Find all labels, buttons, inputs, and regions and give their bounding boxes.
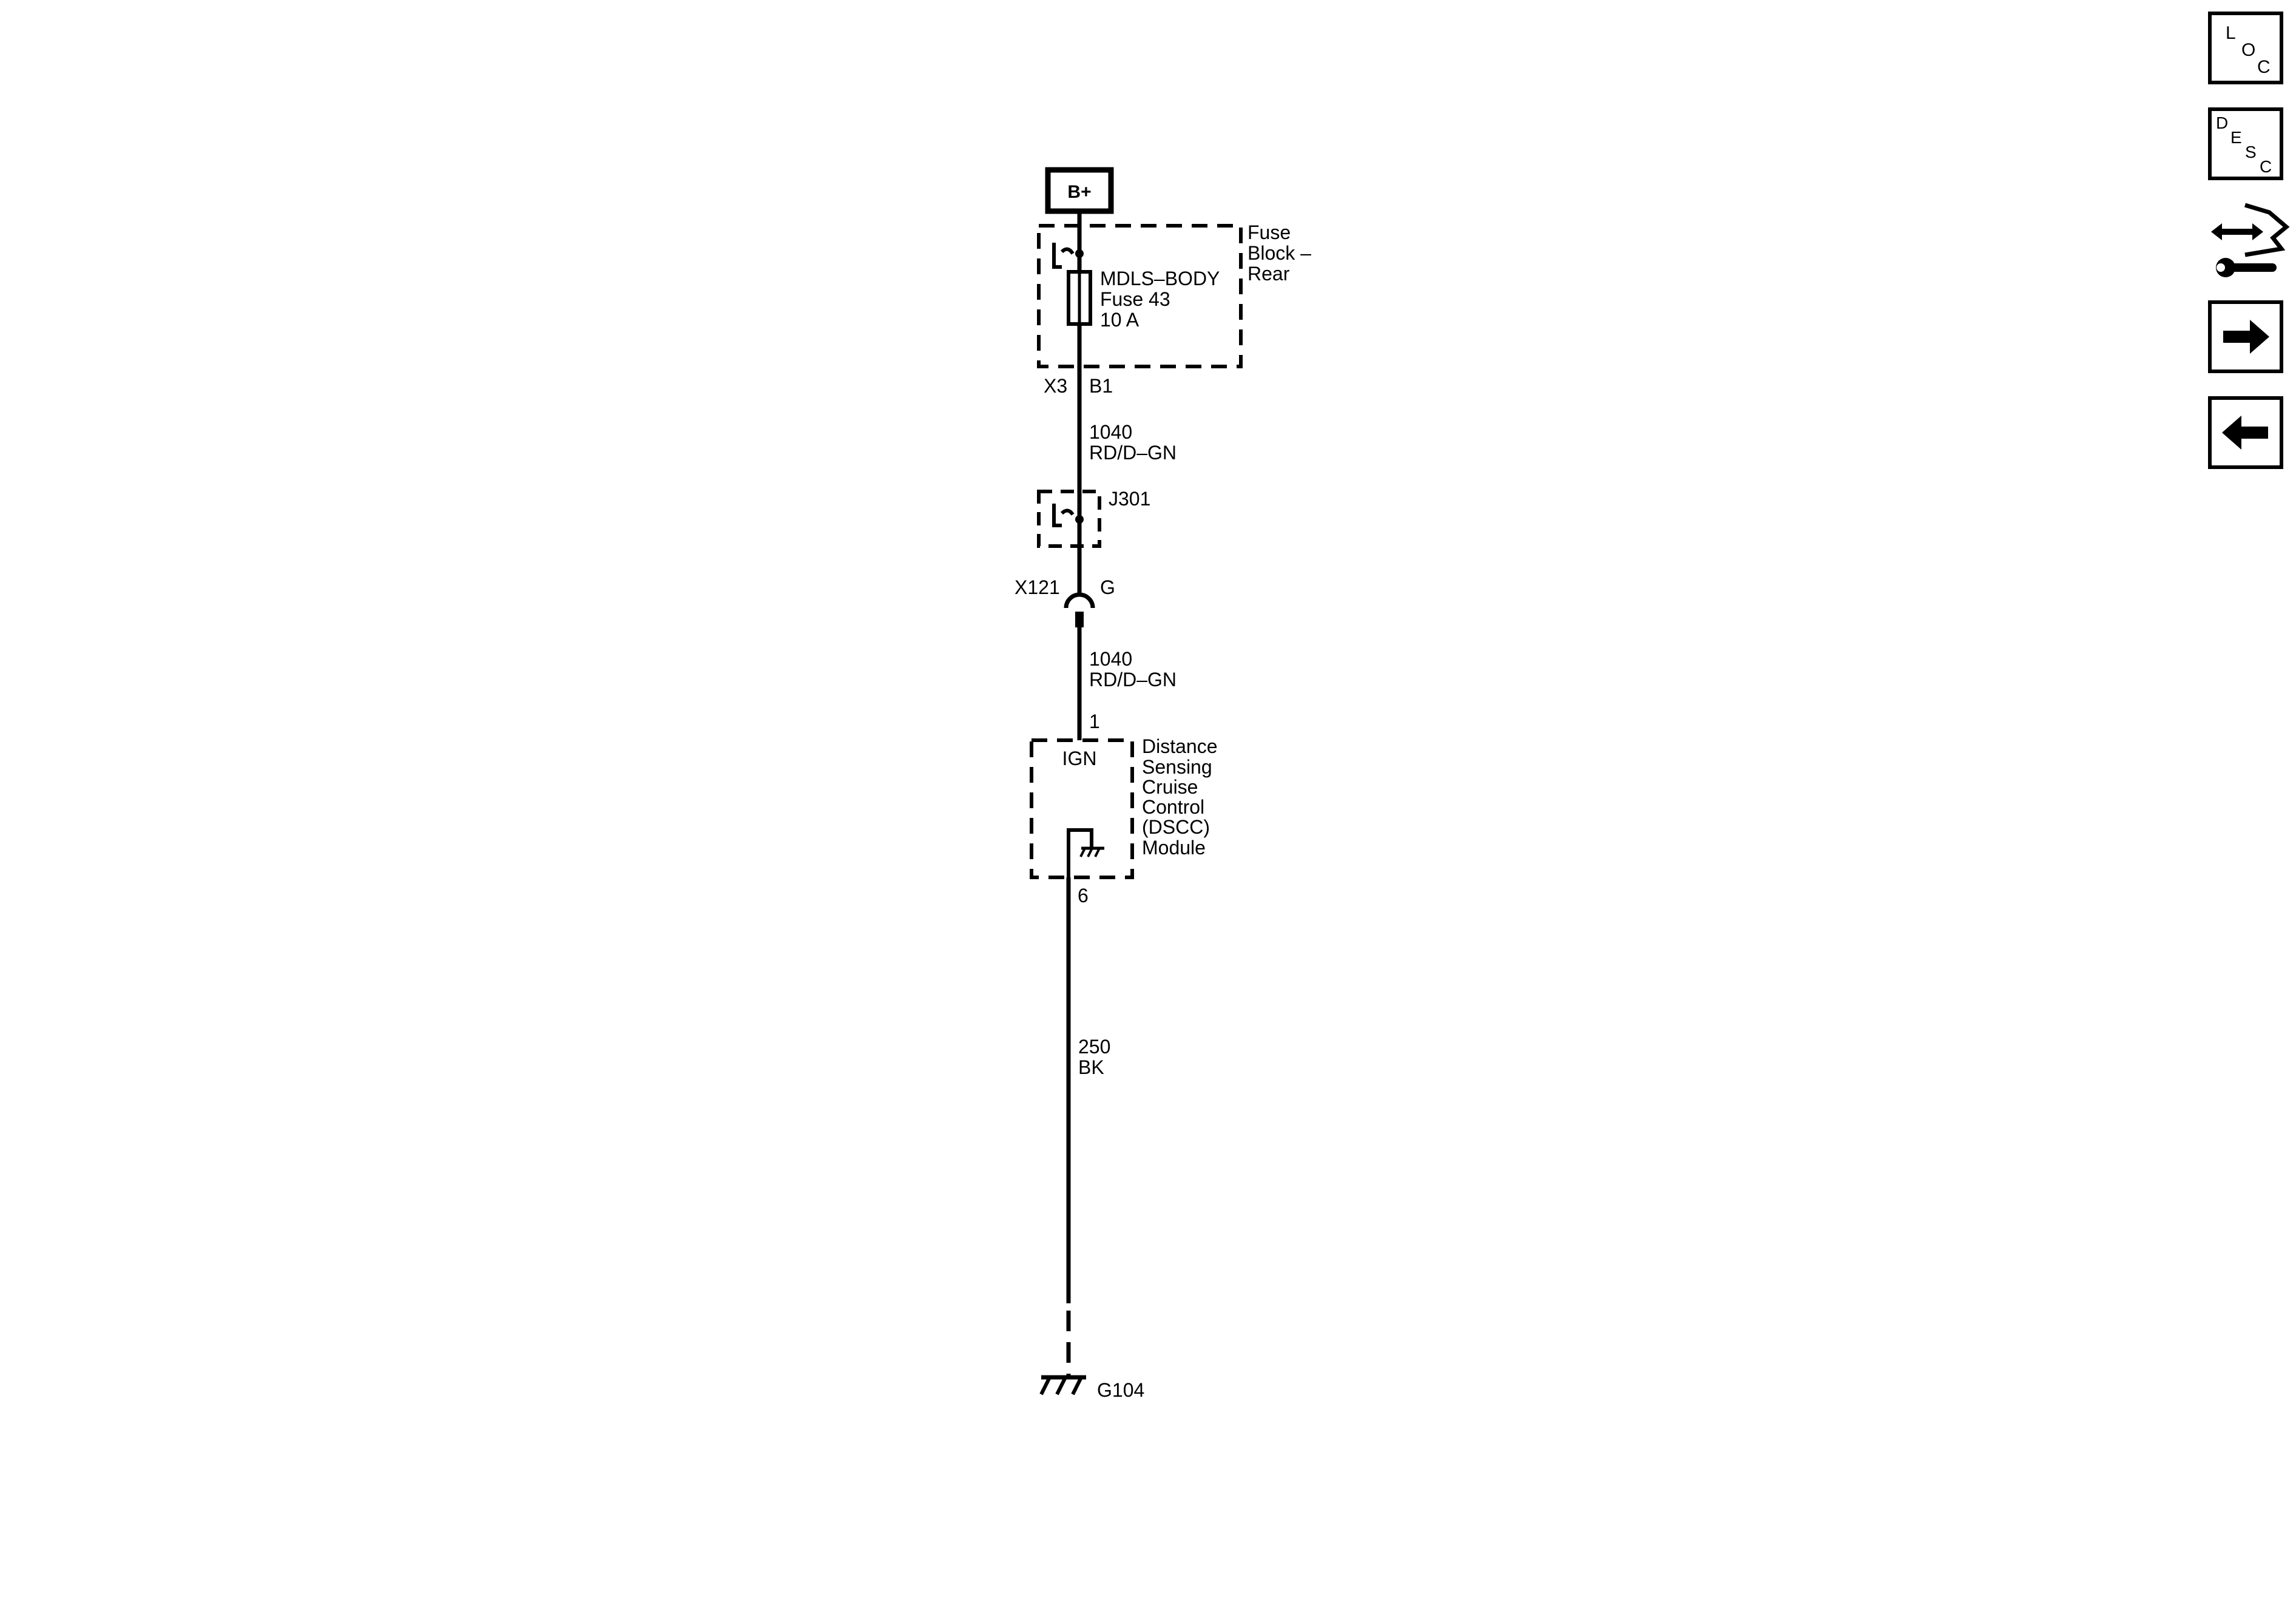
wire-lower-label: 250 BK [1078,1036,1116,1078]
svg-text:O: O [2241,40,2255,60]
fuse-block-connector: X3 [1044,375,1067,397]
fuse-block-pin: B1 [1089,375,1113,397]
fuse-43 [1067,270,1092,326]
forward-button[interactable] [2208,300,2283,373]
module-pin-in-label: IGN [1062,748,1097,769]
fuse-label: MDLS–BODY Fuse 43 10 A [1100,268,1225,331]
module-name: Distance Sensing Cruise Control (DSCC) M… [1142,735,1223,859]
fuse-block: Fuse Block – Rear [1037,221,1317,368]
inline-connector-pin: G [1100,576,1115,598]
wire-middle-label: 1040 RD/D–GN [1089,648,1177,690]
ground-label: G104 [1097,1379,1144,1401]
inline-connector-label: X121 [1015,576,1060,598]
svg-text:E: E [2230,128,2242,147]
arrow-right-icon [2223,320,2269,354]
svg-text:C: C [2257,57,2271,77]
splice-j301: J301 [1037,488,1150,548]
desc-button[interactable]: D E S C [2208,107,2283,180]
bus-tap-symbol [1052,243,1075,269]
fuse-block-name: Fuse Block – Rear [1248,221,1317,285]
loc-button[interactable]: L O C [2208,12,2283,84]
dscc-module: IGN [1030,738,1134,879]
svg-text:S: S [2245,143,2257,161]
arrow-left-icon [2222,416,2268,450]
svg-text:C: C [2260,157,2272,176]
battery-source: B+ [1045,167,1114,214]
battery-source-label: B+ [1067,182,1091,202]
connector-wrench-icon[interactable] [2211,203,2290,277]
splice-label: J301 [1109,488,1150,510]
svg-text:L: L [2226,23,2236,43]
module-pin-out: 6 [1078,885,1089,906]
back-button[interactable] [2208,396,2283,469]
inline-connector-x121: X121 G [1015,576,1115,627]
module-pin-in: 1 [1089,711,1100,732]
svg-text:D: D [2216,113,2228,132]
ground-g104: G104 [1039,1375,1144,1401]
wire-upper-label: 1040 RD/D–GN [1089,421,1177,464]
